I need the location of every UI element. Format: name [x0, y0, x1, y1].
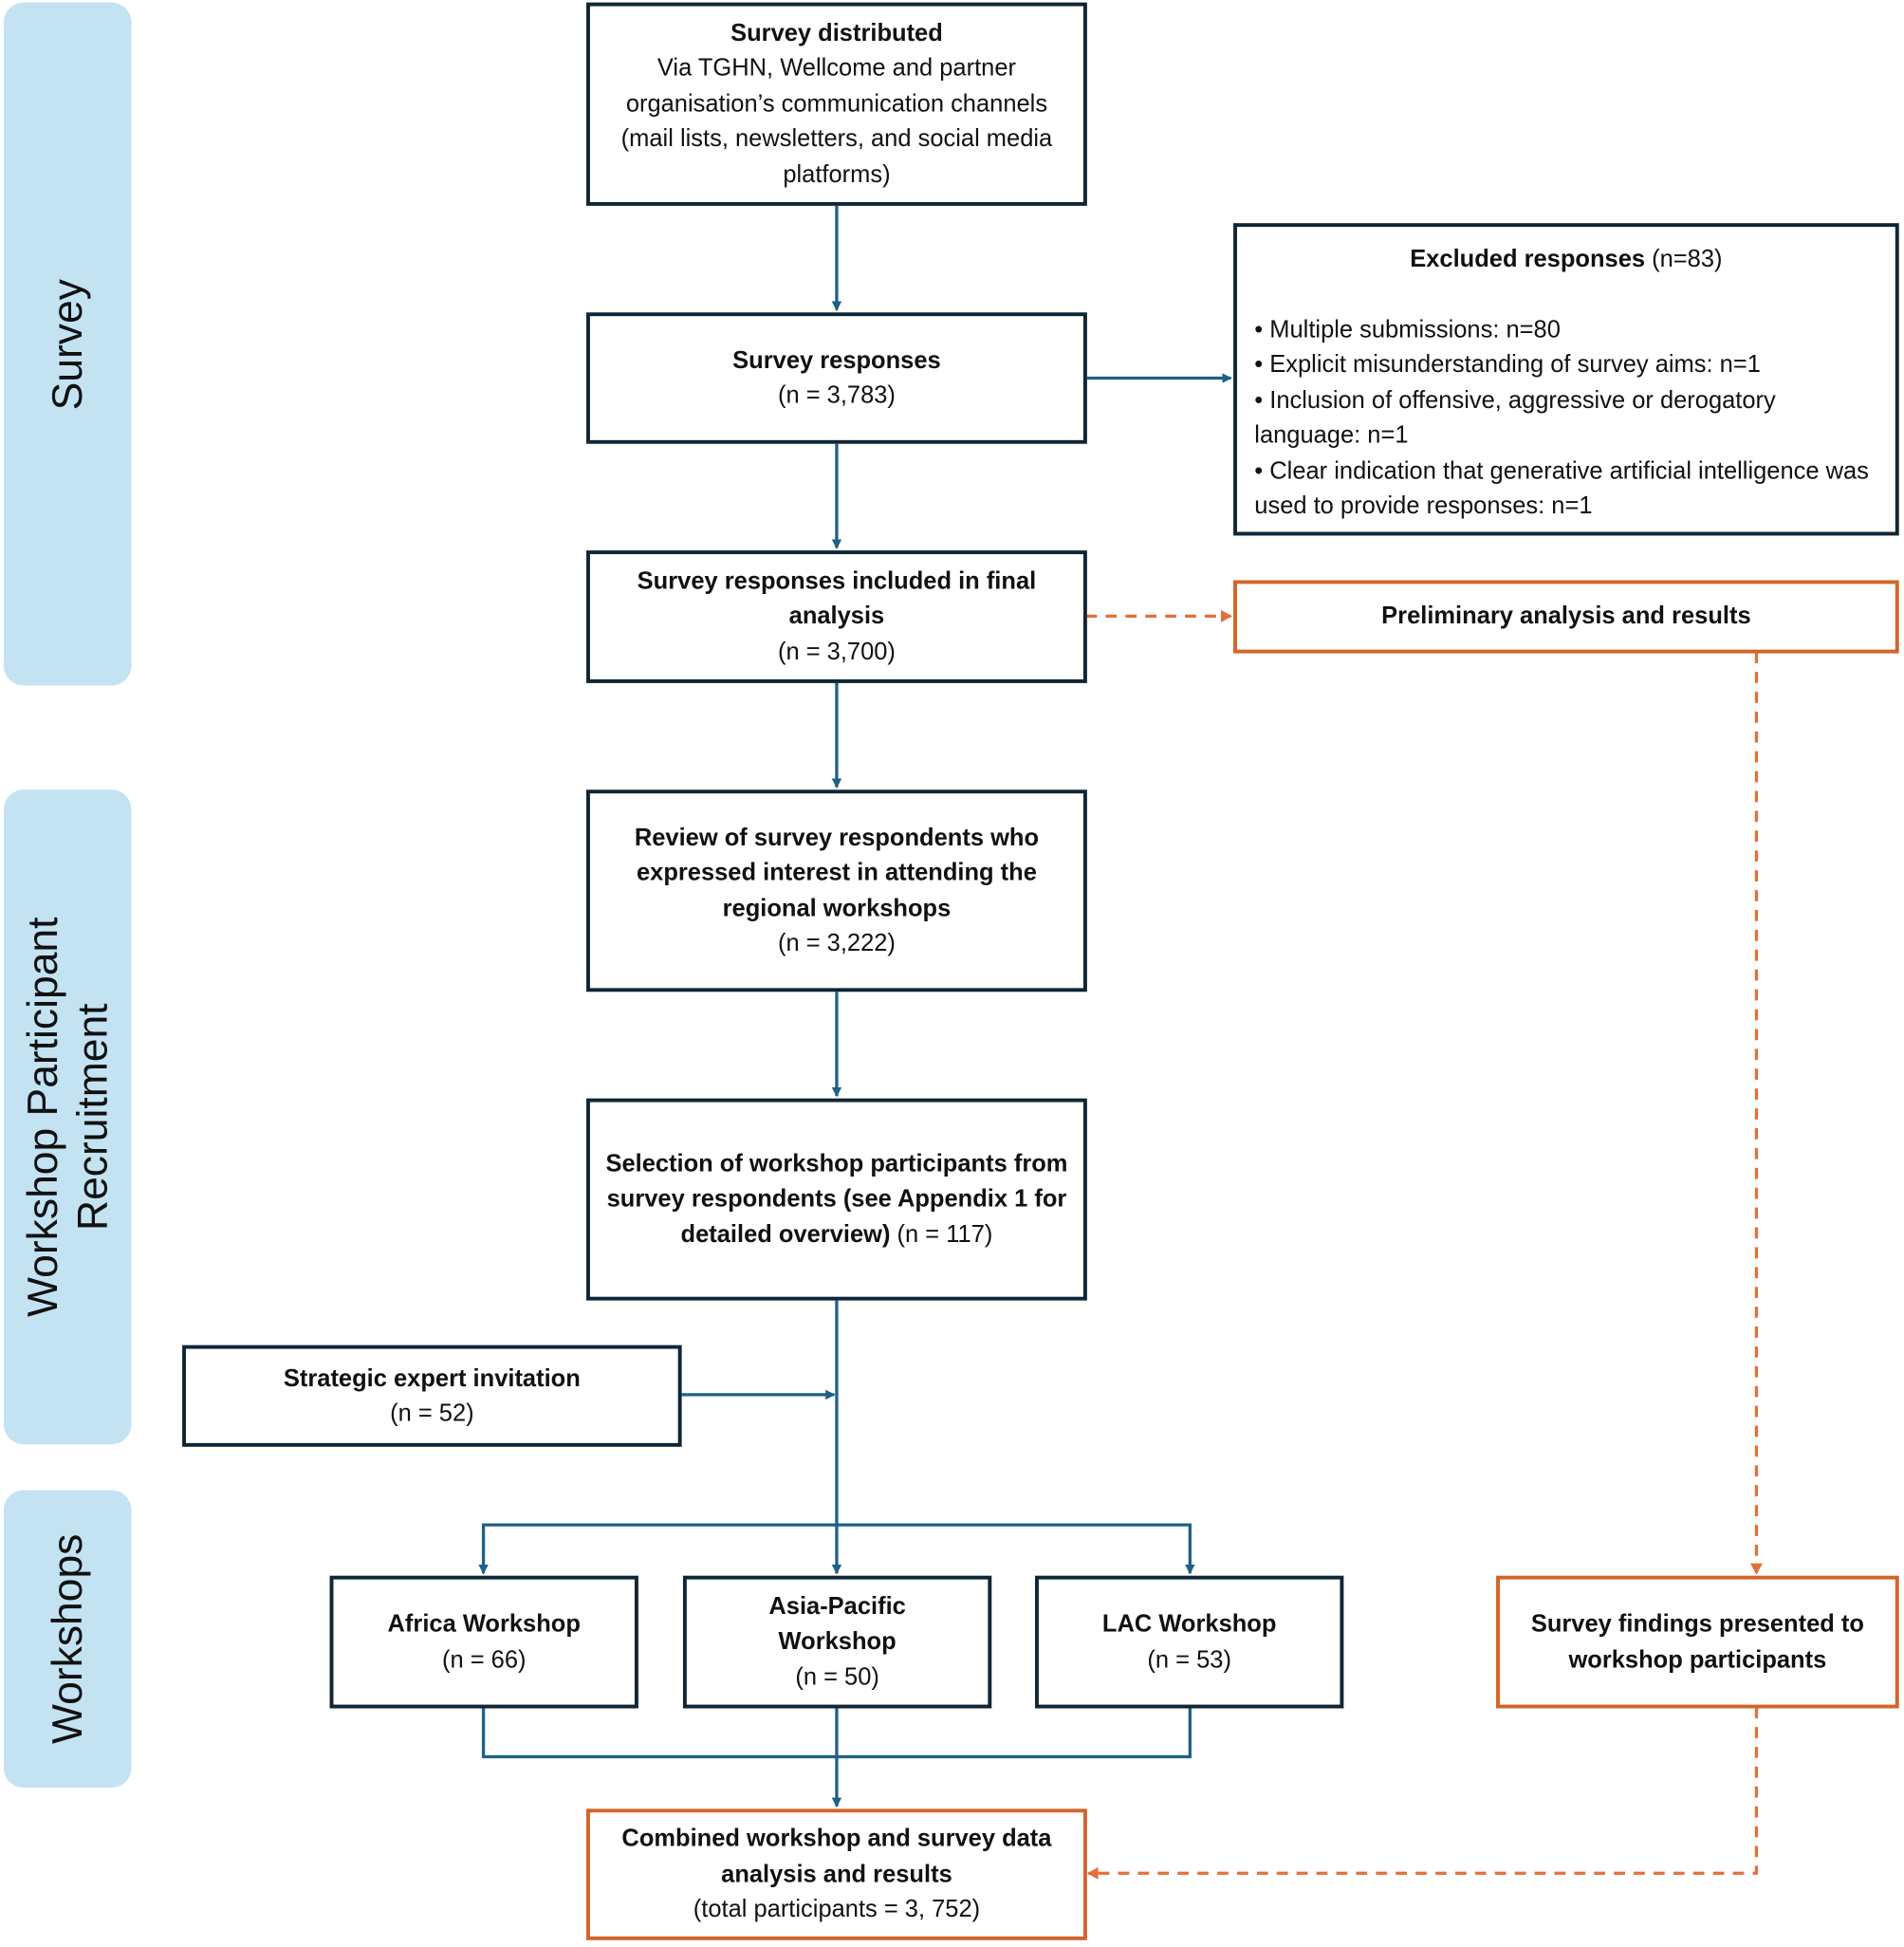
- box-count: (n = 50): [795, 1663, 879, 1691]
- box-count: (n = 3,222): [777, 929, 896, 957]
- arrow: [836, 1523, 1195, 1575]
- arrow: [478, 1523, 837, 1575]
- box-title: Survey distributed: [730, 19, 943, 47]
- box-survey-distributed: Survey distributed Via TGHN, Wellcome an…: [586, 2, 1087, 206]
- box-africa-workshop: Africa Workshop (n = 66): [329, 1575, 638, 1709]
- box-review-respondents: Review of survey respondents who express…: [586, 789, 1087, 992]
- dashed-arrow: [1086, 1707, 1759, 1880]
- box-title: LAC Workshop: [1101, 1610, 1277, 1639]
- box-count: (n = 53): [1147, 1645, 1231, 1674]
- box-count: (n = 117): [897, 1220, 993, 1249]
- box-strategic-expert: Strategic expert invitation (n = 52): [182, 1344, 682, 1447]
- box-title: Selection of workshop participants from …: [605, 1150, 1068, 1249]
- exclusion-item: • Clear indication that generative artif…: [1254, 456, 1869, 520]
- box-survey-findings: Survey findings presented to workshop pa…: [1496, 1575, 1899, 1709]
- box-count: (n = 66): [441, 1645, 527, 1674]
- band-survey: Survey: [3, 2, 132, 686]
- box-title: Asia-Pacific Workshop: [768, 1592, 906, 1656]
- exclusion-item: • Inclusion of offensive, aggressive or …: [1254, 386, 1776, 449]
- band-workshops: Workshops: [3, 1490, 132, 1789]
- box-count: (n = 3,783): [777, 381, 896, 410]
- box-asia-pacific-workshop: Asia-Pacific Workshop (n = 50): [682, 1575, 992, 1709]
- box-count: (n = 52): [390, 1400, 474, 1427]
- box-title: Review of survey respondents who express…: [634, 824, 1040, 922]
- box-title: Survey responses included in final analy…: [637, 567, 1037, 631]
- box-title: Survey responses: [732, 346, 941, 374]
- box-count: (total participants = 3, 752): [693, 1896, 981, 1923]
- box-text: Selection of workshop participants from …: [605, 1146, 1069, 1252]
- box-preliminary-analysis: Preliminary analysis and results: [1233, 580, 1899, 654]
- box-title-row: Excluded responses (n=83): [1254, 242, 1877, 277]
- box-excluded-responses: Excluded responses (n=83) • Multiple sub…: [1233, 223, 1899, 536]
- box-title: Africa Workshop: [387, 1610, 581, 1639]
- box-title: Preliminary analysis and results: [1381, 603, 1751, 631]
- box-selection-participants: Selection of workshop participants from …: [586, 1098, 1087, 1301]
- box-combined-analysis: Combined workshop and survey data analys…: [586, 1808, 1087, 1940]
- box-title: Strategic expert invitation: [283, 1363, 581, 1392]
- box-count: (n = 3,700): [777, 638, 896, 666]
- box-title: Combined workshop and survey data analys…: [621, 1825, 1052, 1888]
- box-body: Via TGHN, Wellcome and partner organisat…: [620, 54, 1053, 189]
- box-count: (n=83): [1652, 245, 1723, 273]
- box-lac-workshop: LAC Workshop (n = 53): [1035, 1575, 1344, 1709]
- box-included-responses: Survey responses included in final analy…: [586, 550, 1087, 683]
- exclusion-item: • Explicit misunderstanding of survey ai…: [1254, 350, 1761, 379]
- box-title: Excluded responses: [1410, 245, 1646, 273]
- box-survey-responses: Survey responses (n = 3,783): [586, 312, 1087, 444]
- box-title: Survey findings presented to workshop pa…: [1530, 1610, 1864, 1674]
- exclusion-item: • Multiple submissions: n=80: [1254, 315, 1561, 343]
